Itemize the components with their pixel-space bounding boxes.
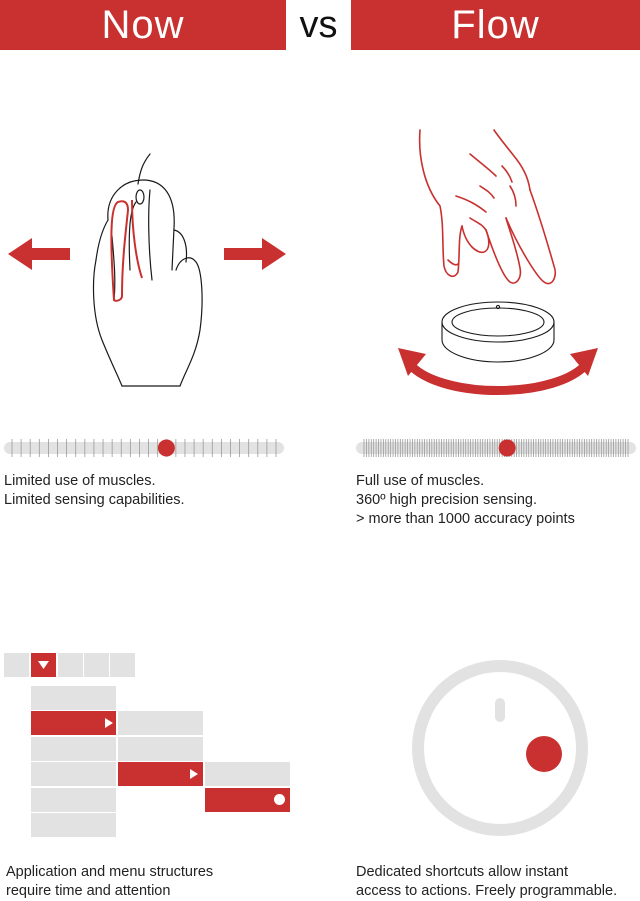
submenu-item[interactable]	[118, 711, 203, 735]
menu-caption-line: Application and menu structures	[6, 864, 214, 880]
menu-item[interactable]	[31, 686, 116, 710]
dial-caption-line: Dedicated shortcuts allow instant	[356, 864, 568, 880]
now-title: Now	[101, 2, 185, 47]
menu-item[interactable]	[31, 813, 116, 837]
menu-item[interactable]	[31, 737, 116, 761]
flow-caption-line: > more than 1000 accuracy points	[356, 511, 575, 527]
flow-slider[interactable]	[356, 438, 636, 458]
menu-item[interactable]	[31, 788, 116, 812]
rotate-arrow-icon	[398, 348, 598, 395]
arrow-right-icon	[224, 238, 286, 270]
menu-tab-active[interactable]	[31, 653, 56, 677]
menu-tab[interactable]	[84, 653, 109, 677]
mouse-hand-icon	[92, 153, 203, 387]
vs-label: vs	[299, 3, 338, 46]
submenu-item[interactable]	[118, 737, 203, 761]
subsubmenu-item[interactable]	[205, 762, 290, 786]
flow-slider-knob[interactable]	[498, 439, 516, 457]
flow-slider-track	[356, 442, 636, 454]
now-slider-track	[4, 442, 284, 454]
dial-icon[interactable]	[410, 658, 590, 838]
flow-caption-line: 360º high precision sensing.	[356, 492, 538, 508]
menu-tab[interactable]	[58, 653, 83, 677]
menu-caption-line: require time and attention	[6, 883, 171, 899]
menu-item[interactable]	[31, 762, 116, 786]
now-slider-knob[interactable]	[157, 439, 175, 457]
submenu-arrow-icon	[190, 769, 198, 779]
now-caption: Limited use of muscles. Limited sensing …	[4, 472, 185, 510]
flow-caption-line: Full use of muscles.	[356, 473, 485, 489]
now-banner: Now	[0, 0, 286, 50]
menu-tab[interactable]	[110, 653, 135, 677]
arrow-left-icon	[8, 238, 70, 270]
dropdown-arrow-icon	[38, 661, 49, 669]
submenu-item-active[interactable]	[118, 762, 203, 786]
now-caption-line: Limited use of muscles.	[4, 473, 156, 489]
selected-dot-icon	[274, 794, 285, 805]
subsubmenu-item-active[interactable]	[205, 788, 290, 812]
now-caption-line: Limited sensing capabilities.	[4, 492, 185, 508]
now-slider[interactable]	[4, 438, 284, 458]
menu-tab[interactable]	[4, 653, 29, 677]
flow-device-icon	[441, 301, 555, 363]
dial-caption: Dedicated shortcuts allow instant access…	[356, 863, 617, 901]
hand-icon	[418, 129, 557, 285]
menu-item-active[interactable]	[31, 711, 116, 735]
menu-caption: Application and menu structures require …	[6, 863, 213, 901]
submenu-arrow-icon	[105, 718, 113, 728]
flow-caption: Full use of muscles. 360º high precision…	[356, 472, 575, 529]
flow-banner: Flow	[351, 0, 640, 50]
dial-caption-line: access to actions. Freely programmable.	[356, 883, 618, 899]
flow-title: Flow	[451, 2, 540, 47]
